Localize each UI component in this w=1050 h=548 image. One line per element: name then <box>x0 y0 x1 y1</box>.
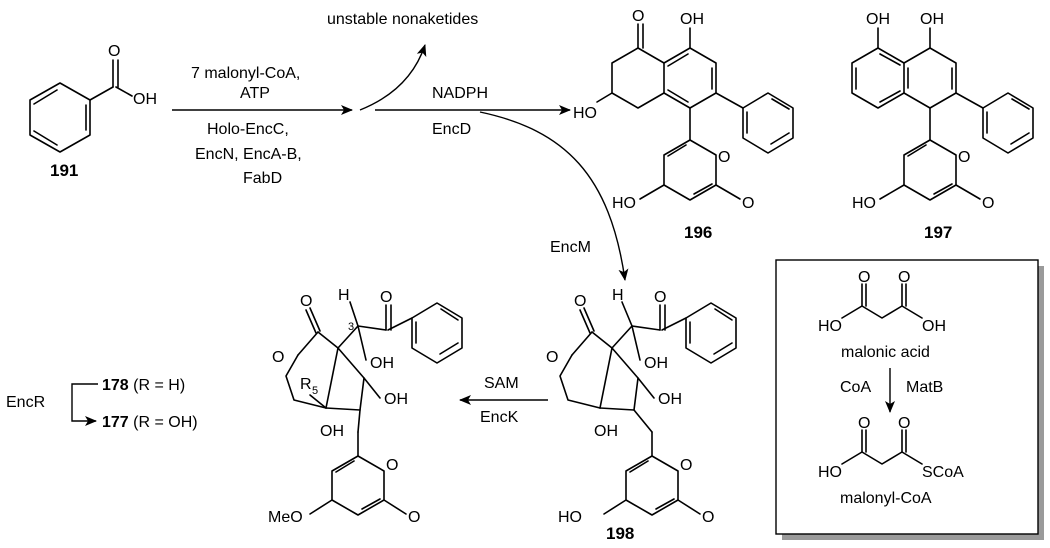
prod-o-lactone: O <box>408 509 420 526</box>
malonic-o2: O <box>898 269 910 286</box>
c191-oh: OH <box>133 91 157 108</box>
c196-o-ring: O <box>718 149 730 166</box>
c198-oh-1: OH <box>644 355 668 372</box>
c198-oh-3: OH <box>594 423 618 440</box>
methylation-enzyme: EncK <box>480 409 519 426</box>
step1-enzyme-1: Holo-EncC, <box>207 121 289 138</box>
compound-191-structure: O OH <box>29 43 157 153</box>
compound-191-number: 191 <box>50 161 78 180</box>
c196-o-lactone: O <box>742 195 754 212</box>
compound-198-number: 198 <box>606 524 634 543</box>
prod-h: H <box>338 287 350 304</box>
c198-o-lactone: O <box>702 509 714 526</box>
compound-178-desc: (R = H) <box>129 377 185 394</box>
malonic-o1: O <box>858 269 870 286</box>
malonic-ho: HO <box>818 318 842 335</box>
encr-arrow <box>71 383 98 426</box>
side-product-label: unstable nonaketides <box>327 11 478 28</box>
methylation-reagent: SAM <box>484 375 519 392</box>
encm-label: EncM <box>550 239 591 256</box>
c191-o-carbonyl: O <box>108 43 120 60</box>
c196-oh-top: OH <box>680 11 704 28</box>
box-frame <box>775 259 1039 535</box>
c196-ho-left: HO <box>573 105 597 122</box>
prod-oh-2: OH <box>384 391 408 408</box>
c198-o-carbonyl: O <box>574 293 586 310</box>
c198-o-ring: O <box>546 349 558 366</box>
c197-o-ring: O <box>958 149 970 166</box>
encr-label: EncR <box>6 394 45 411</box>
malonic-oh: OH <box>922 318 946 335</box>
malonylcoa-o2: O <box>898 415 910 432</box>
malonylcoa-ho: HO <box>818 464 842 481</box>
c196-o-ketone: O <box>632 8 644 25</box>
side-product-arrow <box>359 44 427 111</box>
prod-o-ketone: O <box>380 289 392 306</box>
prod-r: R <box>300 376 312 393</box>
compound-197-structure: OH OH O HO O <box>851 11 1034 212</box>
c197-oh-1: OH <box>866 11 890 28</box>
malonylcoa-scoa: SCoA <box>922 464 964 481</box>
malonic-name: malonic acid <box>841 344 930 361</box>
step2-reagent: NADPH <box>432 85 488 102</box>
product-structure: O H 3 O O R 5 OH OH OH O MeO O <box>268 287 463 526</box>
step1-reagent-2: ATP <box>240 85 270 102</box>
step1-enzyme-3: FabD <box>243 170 282 187</box>
prod-meo: MeO <box>268 509 303 526</box>
malonylcoa-o1: O <box>858 415 870 432</box>
malonylcoa-name: malonyl-CoA <box>840 490 932 507</box>
c198-oh-2: OH <box>658 391 682 408</box>
step2-enzyme: EncD <box>432 121 471 138</box>
step1-enzyme-2: EncN, EncA-B, <box>195 146 302 163</box>
compound-178-number: 178 <box>102 377 129 394</box>
encm-arrow <box>479 111 629 281</box>
c197-oh-2: OH <box>920 11 944 28</box>
compound-198-structure: O H O O OH OH OH O HO O <box>546 287 737 526</box>
prod-o-ring: O <box>272 349 284 366</box>
malonate-box: HO O O OH malonic acid CoA MatB HO O O S… <box>775 259 1044 540</box>
compound-196-structure: O OH HO O HO O <box>573 8 794 212</box>
c198-o-pyrone: O <box>680 457 692 474</box>
prod-oh-1: OH <box>370 355 394 372</box>
prod-o-carbonyl: O <box>300 293 312 310</box>
prod-locant-5: 5 <box>312 385 318 397</box>
c198-h: H <box>612 287 624 304</box>
reagent-coa: CoA <box>840 379 871 396</box>
compound-197-number: 197 <box>924 223 952 242</box>
c197-o-lactone: O <box>982 195 994 212</box>
c197-ho-bottom: HO <box>852 195 876 212</box>
compound-177-desc: (R = OH) <box>129 414 198 431</box>
prod-o-pyrone: O <box>386 457 398 474</box>
reagent-matb: MatB <box>906 379 943 396</box>
prod-locant-3: 3 <box>348 321 354 333</box>
c196-ho-bottom: HO <box>612 195 636 212</box>
compound-177-entry: 177 (R = OH) <box>102 414 198 431</box>
compound-178-entry: 178 (R = H) <box>102 377 185 394</box>
encr-conversion: EncR 178 (R = H) 177 (R = OH) <box>6 377 198 431</box>
c198-ho-bottom: HO <box>558 509 582 526</box>
compound-177-number: 177 <box>102 414 129 431</box>
compound-196-number: 196 <box>684 223 712 242</box>
c198-o-ketone: O <box>654 289 666 306</box>
prod-oh-3: OH <box>320 423 344 440</box>
step1-reagent-1: 7 malonyl-CoA, <box>191 65 300 82</box>
